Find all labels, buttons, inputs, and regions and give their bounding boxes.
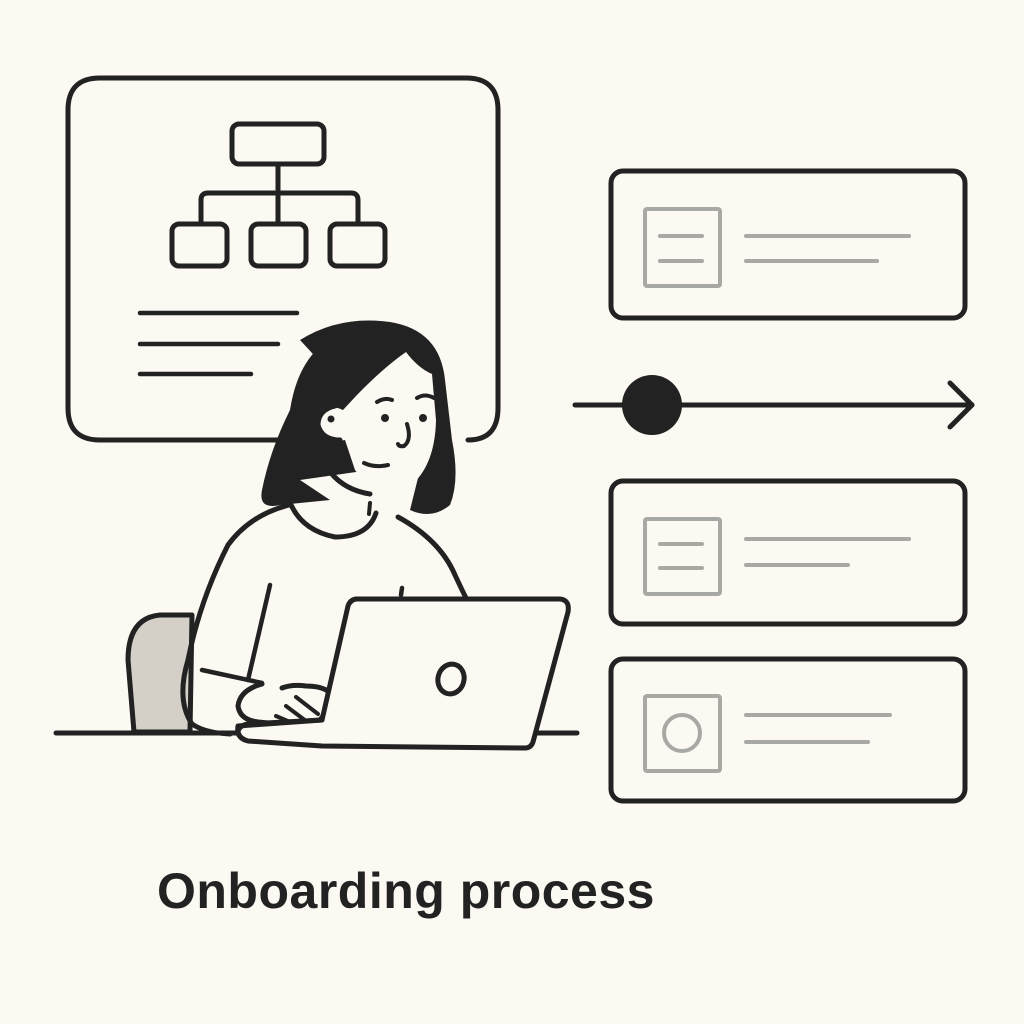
- progress-dot: [622, 375, 682, 435]
- person: [180, 320, 469, 737]
- laptop-logo-icon: [435, 661, 467, 697]
- laptop: [235, 596, 571, 751]
- caption-title: Onboarding process: [157, 863, 655, 919]
- chair: [125, 612, 195, 735]
- card-2: [608, 478, 968, 627]
- presentation-board: [65, 75, 501, 443]
- board-text-lines: [137, 310, 300, 377]
- org-chart-icon: [169, 121, 388, 269]
- card-1: [608, 168, 968, 321]
- timeline: [572, 375, 975, 435]
- card-3: [608, 656, 968, 804]
- arrow-right-icon: [947, 380, 975, 430]
